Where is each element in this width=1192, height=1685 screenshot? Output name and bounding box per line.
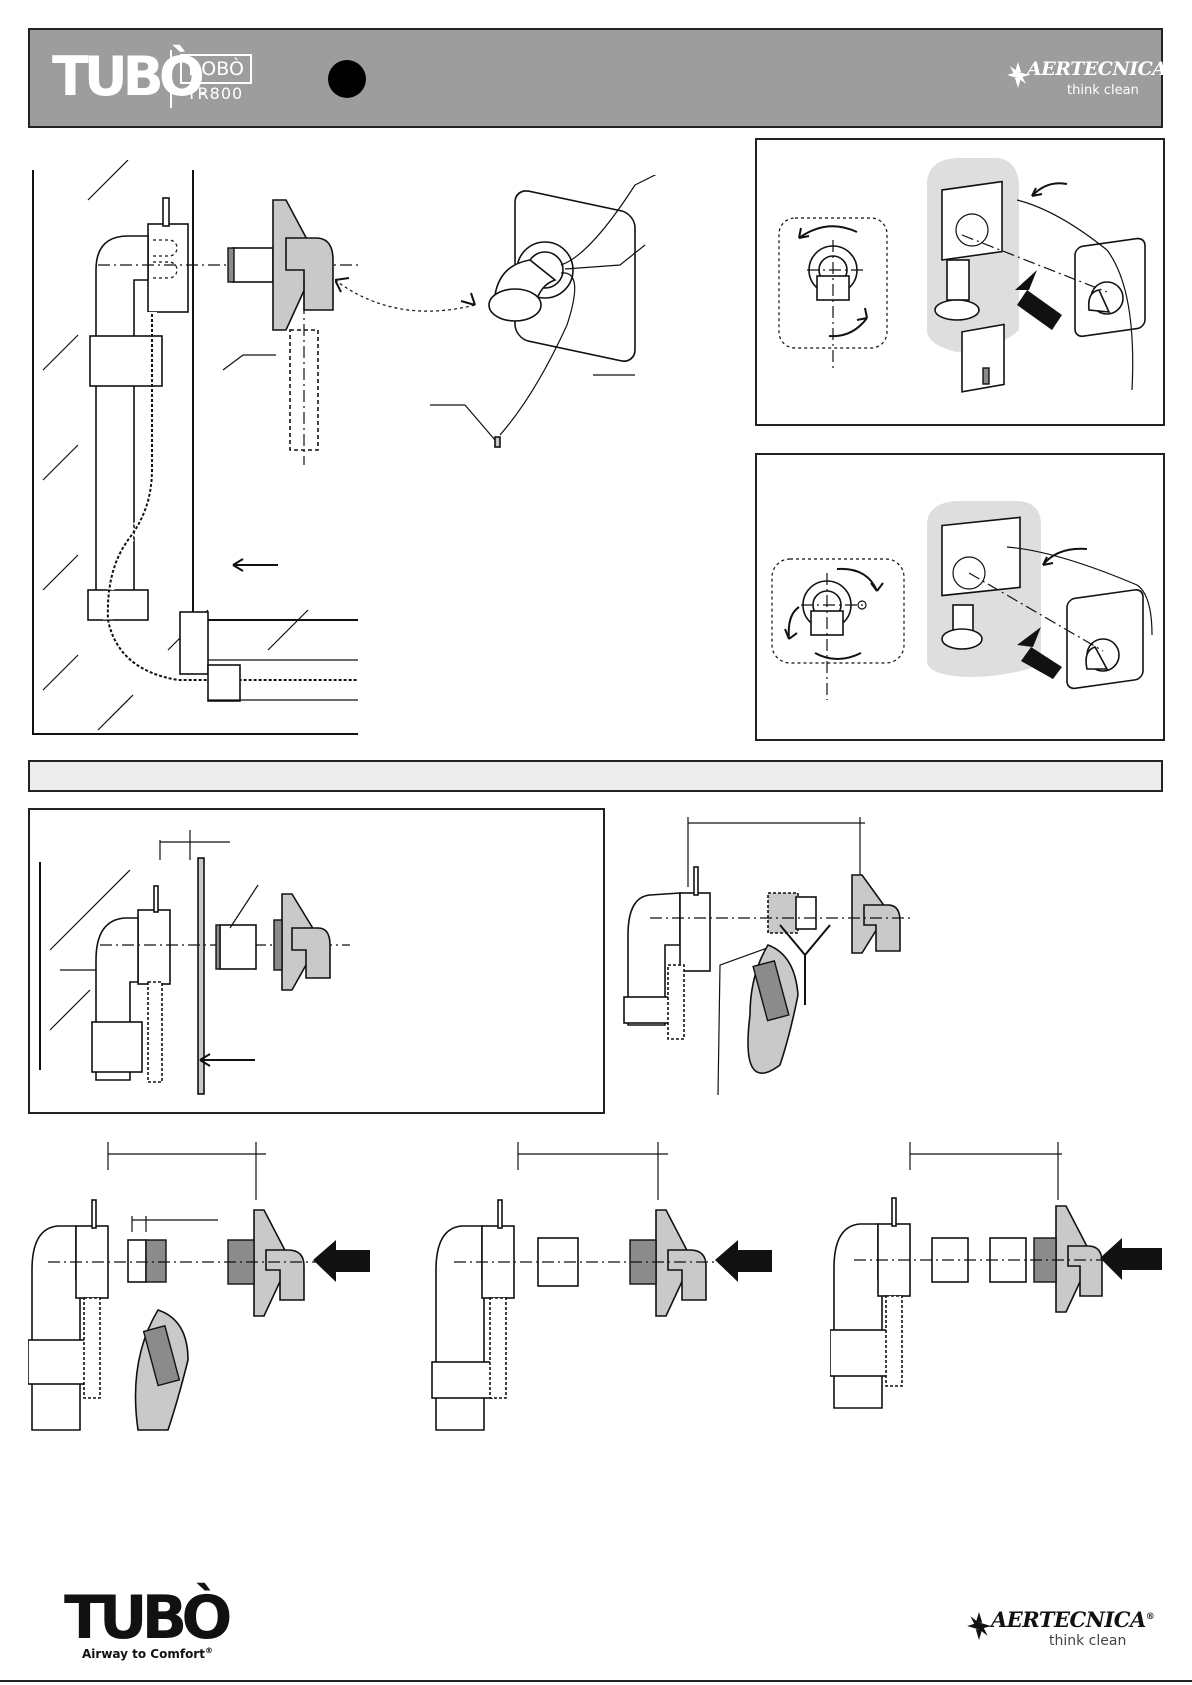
- logo-reg: ®: [1163, 50, 1171, 60]
- wall-box: [148, 224, 188, 312]
- installation-section-figure: [28, 160, 368, 740]
- footer-logo-tagline: think clean: [1049, 1633, 1126, 1649]
- push-arrow-icon: [313, 1240, 370, 1282]
- footer-logo-reg: ®: [1146, 1612, 1155, 1622]
- aertecnica-logo: AERTECNICA® think clean: [1005, 52, 1155, 112]
- footer-tagline: Airway to Comfort®: [82, 1646, 213, 1661]
- product-name: ROBÒ: [180, 54, 252, 84]
- logo-name: AERTECNICA®: [1027, 58, 1167, 80]
- cutting-step-figure: [620, 815, 920, 1105]
- detail-panel: [28, 808, 605, 1114]
- section-bar: [28, 760, 1163, 792]
- brand-divider: [170, 50, 172, 108]
- mounting-panel-a: [755, 138, 1165, 426]
- footer-brand: TUBÒ: [64, 1588, 226, 1648]
- step-figure-1: [28, 1140, 388, 1440]
- model-name: TR800: [180, 84, 250, 103]
- footer-aertecnica-logo: AERTECNICA® think clean: [965, 1605, 1145, 1655]
- page-marker: [328, 60, 366, 98]
- footer-reg: ®: [205, 1646, 213, 1655]
- brand-name: TUBÒ: [52, 45, 200, 108]
- inlet-plate-figure: [335, 175, 695, 495]
- footer-logo-name-text: AERTECNICA: [991, 1607, 1146, 1632]
- header-bar: TUBÒ. ROBÒ TR800 AERTECNICA® think clean: [28, 28, 1163, 128]
- footer-logo-name: AERTECNICA®: [991, 1607, 1154, 1632]
- bottom-rule: [0, 1680, 1192, 1682]
- mounting-panel-b: [755, 453, 1165, 741]
- logo-name-text: AERTECNICA: [1027, 58, 1167, 80]
- step-figure-3: [830, 1140, 1170, 1440]
- aertecnica-logo-icon: [965, 1609, 993, 1643]
- step-figure-2: [430, 1140, 790, 1440]
- push-arrow-icon: [1015, 270, 1062, 330]
- footer-tagline-text: Airway to Comfort: [82, 1647, 205, 1661]
- logo-tagline: think clean: [1067, 83, 1139, 98]
